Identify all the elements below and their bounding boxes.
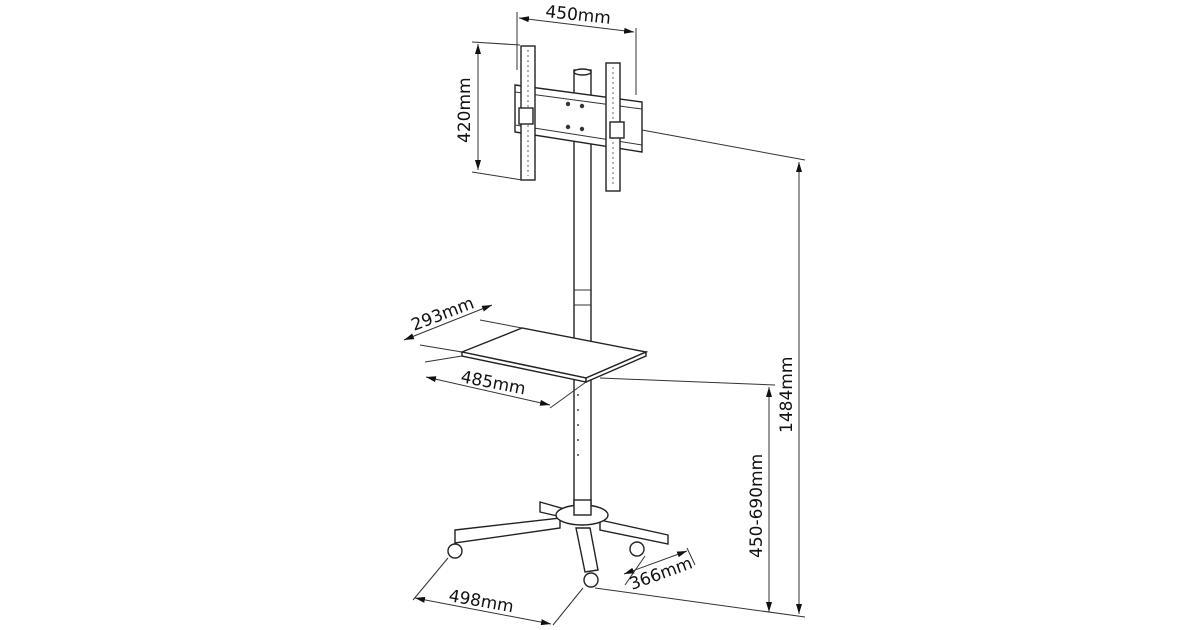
- tv-bracket: [514, 45, 643, 192]
- label-total-height: 1484mm: [777, 357, 797, 433]
- label-shelf-height-range: 450-690mm: [747, 454, 767, 558]
- pole: [573, 68, 592, 516]
- rolling-base: [447, 499, 669, 588]
- label-bracket-height: 420mm: [455, 77, 475, 143]
- label-base-width: 498mm: [447, 586, 515, 617]
- dimension-lines: [403, 12, 806, 626]
- label-shelf-depth: 293mm: [409, 293, 477, 335]
- label-shelf-width: 485mm: [459, 367, 527, 399]
- label-base-depth: 366mm: [627, 553, 695, 594]
- label-bracket-width: 450mm: [544, 2, 611, 29]
